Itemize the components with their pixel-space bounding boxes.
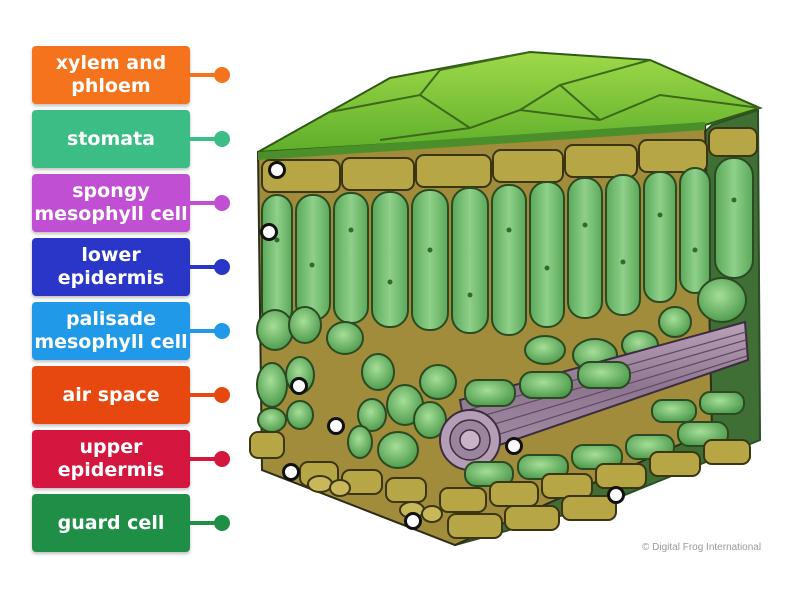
label-guard-cell[interactable]: guard cell (32, 494, 230, 552)
label-dot (214, 131, 230, 147)
hotspot-vascular-bundle[interactable] (505, 437, 523, 455)
top-epidermis-cells (329, 51, 761, 141)
label-text: palisade mesophyll cell (34, 308, 188, 353)
label-text: xylem and phloem (55, 52, 167, 97)
hotspot-guard-cell[interactable] (404, 512, 422, 530)
hotspot-stomata[interactable] (282, 463, 300, 481)
label-xylem-phloem[interactable]: xylem and phloem (32, 46, 230, 104)
leaf-cross-section-illustration (249, 50, 763, 547)
label-text: spongy mesophyll cell (34, 180, 188, 225)
hotspot-upper-epidermis[interactable] (268, 161, 286, 179)
label-dot (214, 451, 230, 467)
hotspot-air-space[interactable] (327, 417, 345, 435)
label-connector (188, 329, 218, 333)
label-text: stomata (67, 127, 155, 150)
label-upper-epidermis[interactable]: upper epidermis (32, 430, 230, 488)
label-dot (214, 67, 230, 83)
credit-text: © Digital Frog International (642, 542, 762, 553)
label-connector (188, 393, 218, 397)
label-text: air space (62, 383, 160, 406)
label-lower-epidermis[interactable]: lower epidermis (32, 238, 230, 296)
label-dot (214, 259, 230, 275)
lower-epidermis-row (249, 431, 751, 539)
label-text: guard cell (57, 511, 165, 534)
label-dot (214, 195, 230, 211)
label-text: lower epidermis (57, 244, 165, 289)
label-connector (188, 137, 218, 141)
hotspot-lower-epidermis[interactable] (607, 486, 625, 504)
label-text: upper epidermis (57, 436, 165, 481)
label-spongy-mesophyll[interactable]: spongy mesophyll cell (32, 174, 230, 232)
label-air-space[interactable]: air space (32, 366, 230, 424)
hotspot-spongy[interactable] (290, 377, 308, 395)
label-palisade-mesophyll[interactable]: palisade mesophyll cell (32, 302, 230, 360)
label-dot (214, 515, 230, 531)
chloroplast-dots (274, 197, 737, 298)
label-connector (188, 265, 218, 269)
label-connector (188, 201, 218, 205)
upper-epidermis-row (261, 127, 758, 193)
label-dot (214, 323, 230, 339)
label-stomata[interactable]: stomata (32, 110, 230, 168)
label-dot (214, 387, 230, 403)
hotspot-palisade[interactable] (260, 223, 278, 241)
label-connector (188, 73, 218, 77)
palisade-layer (261, 157, 754, 336)
label-connector (188, 521, 218, 525)
label-connector (188, 457, 218, 461)
